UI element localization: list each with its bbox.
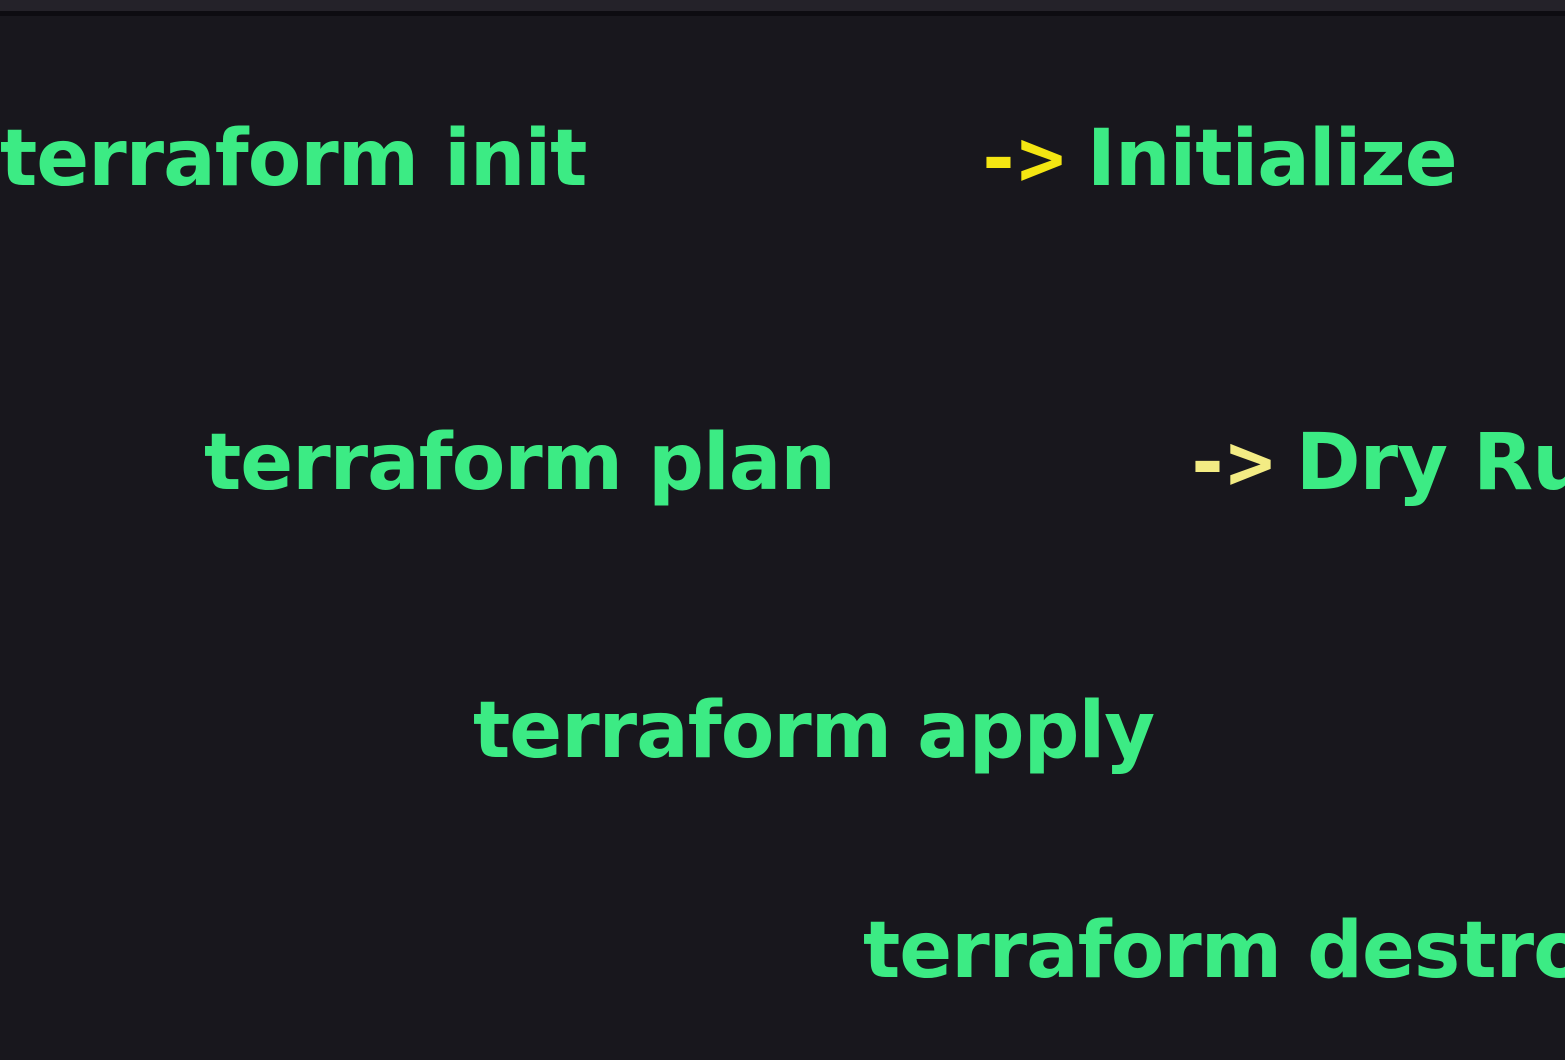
terraform-command-init: terraform init [0, 114, 587, 204]
window-top-bar [0, 0, 1565, 11]
top-bar-divider [0, 11, 1565, 16]
terraform-init-meaning-group: ->Initialize [975, 120, 1458, 198]
terraform-command-destroy: terraform destroy [863, 906, 1565, 996]
terraform-plan-meaning: Dry Run [1295, 418, 1565, 508]
slide-canvas: terraform init ->Initialize terraform pl… [0, 16, 1565, 1060]
arrow-icon-plan: -> [1184, 418, 1274, 508]
terraform-init-meaning: Initialize [1086, 114, 1458, 204]
terraform-command-plan: terraform plan [204, 418, 836, 508]
arrow-icon-init: -> [975, 114, 1065, 204]
terraform-command-apply: terraform apply [473, 686, 1155, 776]
terraform-plan-meaning-group: ->Dry Run [1184, 424, 1565, 502]
